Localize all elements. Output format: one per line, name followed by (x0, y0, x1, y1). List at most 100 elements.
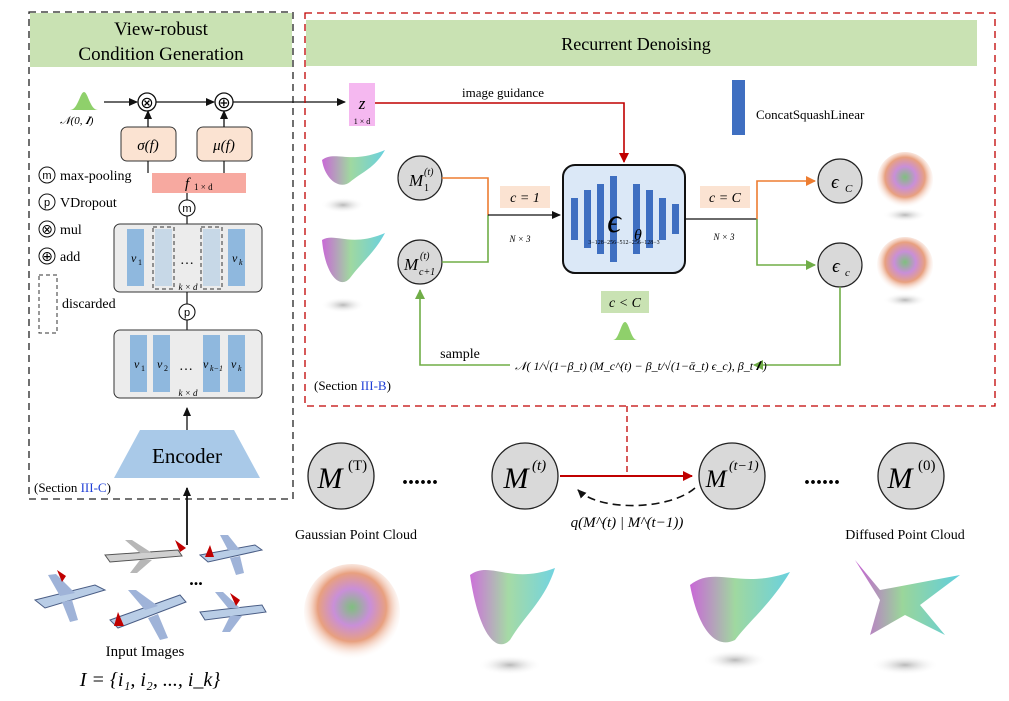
unet-block (562, 164, 686, 274)
unet-bar-3 (597, 184, 604, 254)
c-eq-1-box (500, 186, 550, 208)
mt1-node (698, 442, 766, 510)
feat-v2-bar (153, 335, 170, 392)
unet-bar-4 (610, 176, 617, 262)
m1-sup: (t) (424, 167, 434, 178)
legend-mul-label: mul (60, 223, 82, 238)
unet-bars (571, 176, 679, 262)
feat-vk1-bar (203, 335, 220, 392)
legend-discarded-icon (38, 274, 58, 334)
m0-sup: (0) (918, 458, 936, 474)
plane-image-2-tail (175, 540, 186, 552)
vec-vk-sub: k (239, 258, 243, 267)
plane-image-5-tail (230, 593, 240, 606)
legend-add-icon (38, 247, 56, 265)
feat-dots: … (179, 359, 193, 374)
pc-stage-1 (470, 568, 555, 675)
plane-image-3-wings (220, 535, 244, 575)
mc1-label: M (403, 255, 419, 274)
pc-input-top-shadow (321, 197, 365, 213)
unet-bar-2 (584, 190, 591, 248)
left-panel-border (28, 11, 294, 500)
sample-to-mc1-arrow (415, 289, 510, 366)
pc-final (855, 560, 960, 675)
left-section-link[interactable]: III-C (81, 480, 107, 495)
right-section-ref: (Section III-B) (314, 378, 391, 393)
images-dots: ... (189, 569, 203, 589)
left-panel-header (30, 13, 292, 67)
legend-vdropout-icon (38, 193, 56, 211)
c-lt-C-box (601, 291, 649, 313)
pc-stage-2-shadow (703, 650, 767, 670)
image-guidance-label: image guidance (462, 85, 544, 100)
mc1-sub: c+1 (419, 267, 435, 278)
plane-image-3 (198, 535, 264, 575)
q-label: q(M^(t) | M^(t−1)) (571, 515, 684, 531)
legend-discarded-label: discarded (62, 297, 116, 312)
nx3-left-label: N × 3 (508, 234, 531, 244)
m1-orange-path (442, 177, 489, 215)
right-panel-border (304, 12, 996, 407)
add-node-symbol: ⊕ (217, 95, 230, 112)
right-panel-header (306, 20, 977, 66)
kxd-label-top: k × d (178, 282, 198, 292)
mt-node (491, 442, 559, 510)
eps-C-label: ϵ (831, 172, 840, 193)
eps-c-node (817, 242, 863, 288)
pc-input-top-plane (322, 150, 385, 185)
mt1-sup: (t−1) (729, 459, 759, 474)
mT-sup: (T) (348, 458, 367, 474)
feat-vk-label: v (231, 357, 237, 371)
pc-gaussian-cloud (304, 564, 400, 660)
sample-label: sample (440, 347, 480, 362)
gaussian-label: 𝒩(0, 𝑰) (60, 115, 94, 127)
unet-bar-8 (672, 204, 679, 234)
eps-theta-sub: θ (634, 227, 642, 244)
pc-stage-1-plane (470, 568, 555, 645)
dots-right: ...... (804, 464, 840, 490)
plane-image-1-wings (48, 574, 78, 622)
pc-input-bottom-plane (322, 233, 385, 283)
input-images: ... Input Images I = {i₁, i₂, ..., i_k} (33, 487, 267, 691)
concatsquash-legend-label: ConcatSquashLinear (756, 107, 865, 122)
plane-image-4-wings (128, 590, 168, 640)
pc-stage-2 (690, 572, 790, 670)
feat-v1-label: v (134, 357, 140, 371)
mT-node (307, 442, 375, 510)
z-sub-label: 1 × d (354, 117, 371, 126)
mt1-label: M (705, 466, 728, 493)
dots-left: ...... (402, 464, 438, 490)
input-images-label: Input Images (106, 644, 185, 660)
z-vector (349, 83, 375, 126)
vec-dots: … (180, 253, 194, 268)
legend-vdropout-symbol: p (44, 197, 50, 209)
vec-v1-label: v (131, 251, 137, 265)
diffused-pc-label: Diffused Point Cloud (845, 528, 965, 543)
left-legend: m max-pooling p VDropout ⊗ mul ⊕ add dis… (38, 166, 132, 334)
pc-output-bottom-cloud (877, 237, 933, 293)
m1-label: M (408, 171, 424, 190)
pc-output-bottom-shadow (883, 293, 927, 307)
legend-mul-icon (38, 220, 56, 238)
pc-output-top-shadow (883, 208, 927, 222)
eps-C-sub: C (845, 183, 853, 195)
concatsquash-legend-icon (732, 80, 745, 135)
image-guidance-arrow (375, 102, 629, 163)
plane-image-1-body (33, 584, 107, 609)
feat-v1-bar (130, 335, 147, 392)
right-title: Recurrent Denoising (561, 34, 710, 54)
pc-final-shadow (871, 655, 939, 675)
plane-image-1 (33, 570, 107, 622)
vec-vk-bar (228, 229, 245, 286)
mT-label: M (317, 462, 345, 495)
legend-vdropout-label: VDropout (60, 196, 117, 211)
pc-final-plane (855, 560, 960, 635)
unet-bar-1 (571, 198, 578, 240)
plane-image-2 (104, 540, 186, 573)
pc-input-top (321, 150, 385, 213)
kxd-label-bottom: k × d (178, 388, 198, 398)
legend-maxpool-label: max-pooling (60, 169, 132, 184)
right-section-link[interactable]: III-B (361, 378, 387, 393)
eps-c-sub: c (845, 267, 850, 279)
left-section-ref: (Section III-C) (34, 480, 111, 495)
